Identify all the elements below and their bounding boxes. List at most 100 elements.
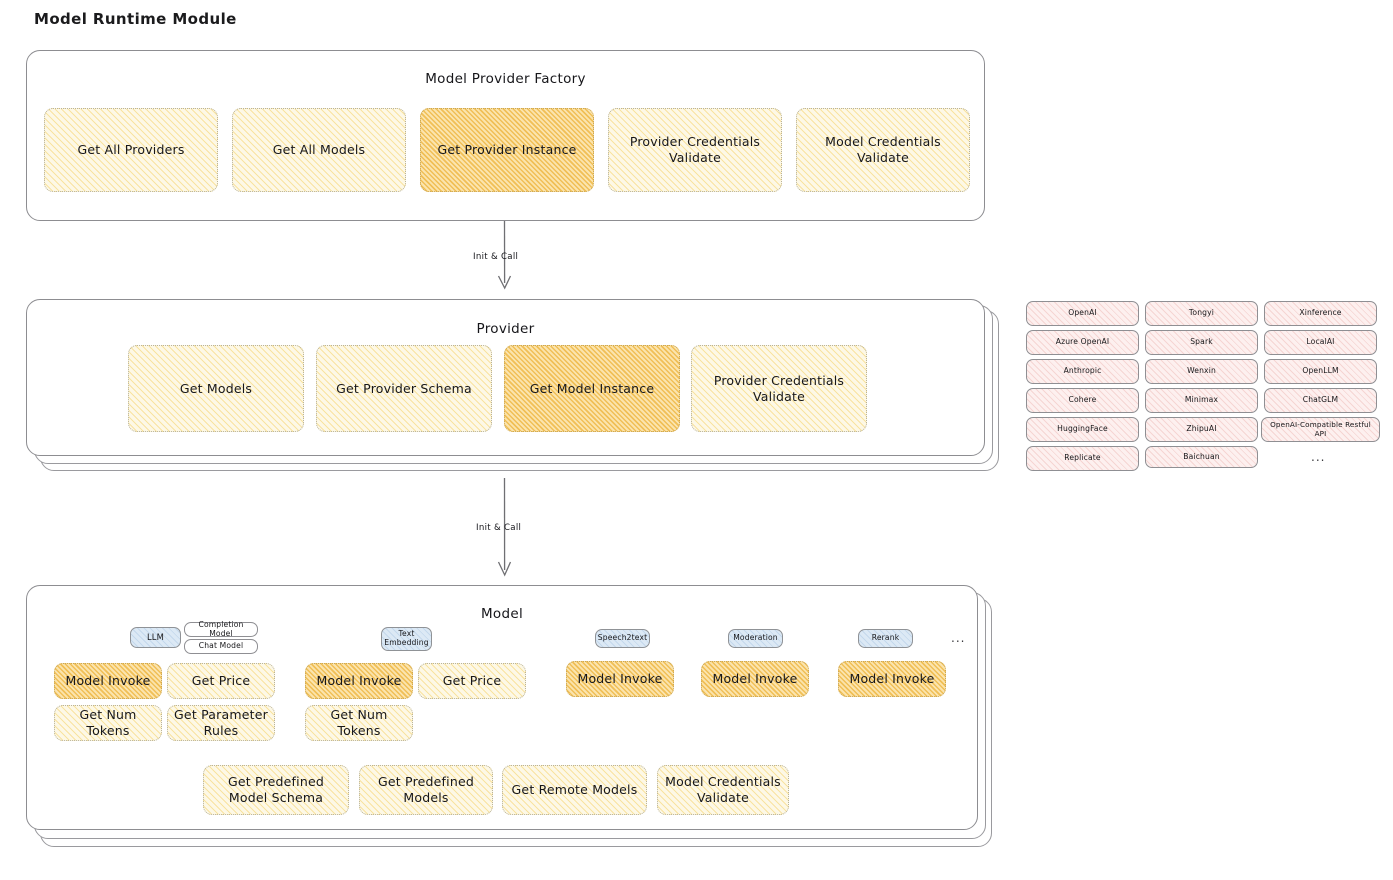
provider-chip-replicate[interactable]: Replicate [1026,446,1139,471]
provider-list-more: ... [1311,450,1326,464]
provider-chip-chatglm[interactable]: ChatGLM [1264,388,1377,413]
chip-label: Completion Model [198,619,244,638]
provider-title: Provider [476,321,535,337]
model-common-op-get-predefined-models[interactable]: Get Predefined Models [359,765,493,815]
text-embedding-op-get-num-tokens[interactable]: Get Num Tokens [305,705,413,741]
provider-chip-openai[interactable]: OpenAI [1026,301,1139,326]
provider-node-provider-credentials-validate[interactable]: Provider Credentials Validate [691,345,867,432]
model-type-chip-moderation[interactable]: Moderation [728,629,783,648]
node-label: Get Model Instance [529,380,655,396]
text-embedding-op-model-invoke[interactable]: Model Invoke [305,663,413,699]
node-label: Model Credentials Validate [665,774,781,805]
factory-node-model-credentials-validate[interactable]: Model Credentials Validate [796,108,970,192]
chip-label: Wenxin [1187,366,1216,376]
provider-node-get-models[interactable]: Get Models [128,345,304,432]
page-title: Model Runtime Module [34,10,237,28]
node-label: Get Provider Instance [437,142,577,158]
chip-label: Spark [1190,337,1213,347]
provider-node-get-provider-schema[interactable]: Get Provider Schema [316,345,492,432]
node-label: Model Credentials Validate [825,134,941,165]
factory-title: Model Provider Factory [425,71,586,87]
provider-chip-anthropic[interactable]: Anthropic [1026,359,1139,384]
model-common-op-model-credentials-validate[interactable]: Model Credentials Validate [657,765,789,815]
provider-chip-xinference[interactable]: Xinference [1264,301,1377,326]
arrow-label-init-call-1: Init & Call [473,252,519,262]
factory-node-provider-credentials-validate[interactable]: Provider Credentials Validate [608,108,782,192]
node-label: Get Predefined Models [378,774,474,805]
model-subtype-chip-completion-model[interactable]: Completion Model [184,619,258,638]
model-common-op-get-remote-models[interactable]: Get Remote Models [502,765,647,815]
factory-node-get-all-providers[interactable]: Get All Providers [44,108,218,192]
chip-label: Minimax [1184,395,1219,405]
provider-chip-localai[interactable]: LocalAI [1264,330,1377,355]
node-label: Get Price [442,673,502,689]
node-label: Provider Credentials Validate [629,134,761,165]
node-label: Get Num Tokens [330,707,388,738]
chip-label: ChatGLM [1302,395,1339,405]
factory-node-get-provider-instance[interactable]: Get Provider Instance [420,108,594,192]
arrow-label-init-call-2: Init & Call [476,523,522,533]
text-embedding-op-get-price[interactable]: Get Price [418,663,526,699]
chip-label: OpenLLM [1302,366,1339,376]
chip-label: OpenAI [1068,308,1097,318]
chip-label: Text Embedding [384,629,429,647]
provider-chip-minimax[interactable]: Minimax [1145,388,1258,413]
llm-op-get-num-tokens[interactable]: Get Num Tokens [54,705,162,741]
moderation-op-model-invoke[interactable]: Model Invoke [701,661,809,697]
provider-chip-baichuan[interactable]: Baichuan [1145,446,1258,468]
node-label: Get Remote Models [511,782,638,798]
node-label: Model Invoke [849,671,935,687]
llm-op-get-parameter-rules[interactable]: Get Parameter Rules [167,705,275,741]
provider-chip-wenxin[interactable]: Wenxin [1145,359,1258,384]
chip-label: Moderation [733,633,778,643]
factory-node-get-all-models[interactable]: Get All Models [232,108,406,192]
model-type-chip-rerank[interactable]: Rerank [858,629,913,648]
arrow-provider-to-model [497,478,512,577]
node-label: Model Invoke [577,671,663,687]
node-label: Get Provider Schema [336,380,472,396]
rerank-op-model-invoke[interactable]: Model Invoke [838,661,946,697]
node-label: Get All Models [272,142,366,158]
model-common-op-get-predefined-model-schema[interactable]: Get Predefined Model Schema [203,765,349,815]
provider-chip-azure-openai[interactable]: Azure OpenAI [1026,330,1139,355]
chip-label: HuggingFace [1057,424,1108,434]
chip-label: Azure OpenAI [1055,337,1110,347]
chip-label: Baichuan [1183,451,1220,461]
speech2text-op-model-invoke[interactable]: Model Invoke [566,661,674,697]
chip-label: LLM [146,631,164,642]
model-type-chip-llm[interactable]: LLM [130,627,181,648]
chip-label: ZhipuAI [1186,424,1217,434]
node-label: Model Invoke [65,673,151,689]
chip-label: Replicate [1064,453,1101,463]
chip-label: LocalAI [1306,337,1335,347]
provider-chip-openllm[interactable]: OpenLLM [1264,359,1377,384]
llm-op-get-price[interactable]: Get Price [167,663,275,699]
provider-chip-huggingface[interactable]: HuggingFace [1026,417,1139,442]
model-types-more: ... [951,631,966,645]
arrow-factory-to-provider [497,221,512,290]
model-title: Model [480,606,524,622]
provider-chip-spark[interactable]: Spark [1145,330,1258,355]
node-label: Model Invoke [712,671,798,687]
chip-label: Cohere [1068,395,1097,405]
provider-chip-tongyi[interactable]: Tongyi [1145,301,1258,326]
provider-chip-openai-compatible-restful-api[interactable]: OpenAI-Compatible Restful API [1261,417,1380,442]
node-label: Get Models [179,380,253,396]
chip-label: Xinference [1299,308,1342,318]
model-type-chip-speech2text[interactable]: Speech2text [595,629,650,648]
node-label: Get Num Tokens [79,707,137,738]
chip-label: Chat Model [198,641,244,651]
node-label: Provider Credentials Validate [713,372,845,404]
node-label: Get All Providers [77,142,185,158]
model-subtype-chip-chat-model[interactable]: Chat Model [184,639,258,654]
node-label: Get Parameter Rules [174,707,268,738]
model-type-chip-text-embedding[interactable]: Text Embedding [381,627,432,651]
chip-label: Anthropic [1063,366,1102,376]
llm-op-model-invoke[interactable]: Model Invoke [54,663,162,699]
provider-chip-cohere[interactable]: Cohere [1026,388,1139,413]
chip-label: OpenAI-Compatible Restful API [1270,420,1371,438]
node-label: Get Price [191,673,251,689]
provider-chip-zhipuai[interactable]: ZhipuAI [1145,417,1258,442]
node-label: Get Predefined Model Schema [228,774,324,805]
provider-node-get-model-instance[interactable]: Get Model Instance [504,345,680,432]
